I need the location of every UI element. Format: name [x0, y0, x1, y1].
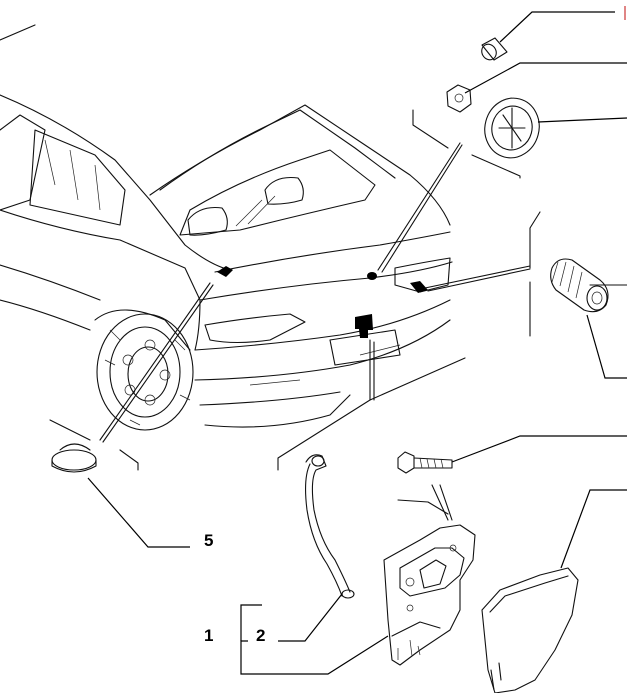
- buffer-group: [424, 211, 627, 379]
- badge-group: [377, 6, 627, 273]
- badge-mount-point: [367, 272, 377, 280]
- boot-latch-icon: [383, 524, 476, 666]
- rubber-buffer-icon: [550, 258, 609, 313]
- bolt-icon: [397, 451, 453, 474]
- latch-cover-icon: [481, 567, 579, 693]
- nut-icon: [446, 84, 472, 113]
- grommet-group: 5: [49, 282, 214, 550]
- grommet-mount-point: [217, 266, 233, 277]
- callout-1: 1: [204, 626, 213, 645]
- release-cable-icon: [304, 454, 355, 599]
- buffer-mount-point: [410, 281, 428, 293]
- bush-icon: [481, 37, 508, 61]
- callout-2: 2: [256, 626, 265, 645]
- latch-mount-point: [355, 314, 373, 338]
- alfa-badge-icon: [484, 97, 540, 159]
- callout-5: 5: [204, 531, 213, 550]
- latch-group: 1 2: [204, 339, 627, 693]
- car-rear-illustration: [0, 24, 453, 431]
- grommet-icon: [51, 443, 97, 473]
